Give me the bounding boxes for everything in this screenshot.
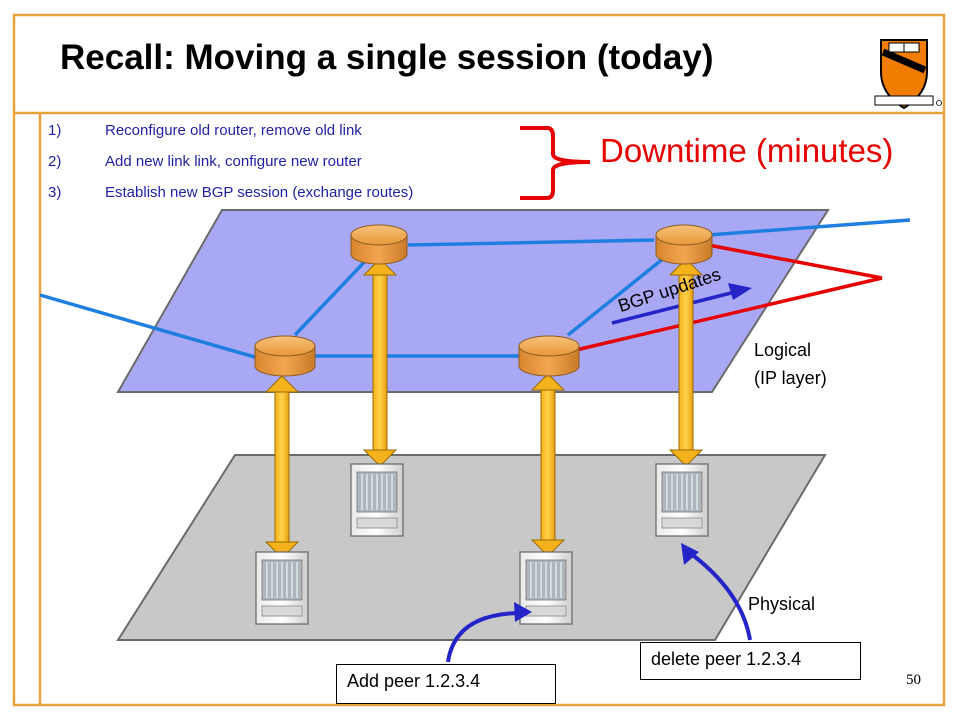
princeton-shield-icon: [874, 39, 942, 110]
list-item: 1) Reconfigure old router, remove old lin…: [48, 122, 413, 153]
list-item: 2) Add new link link, configure new route…: [48, 153, 413, 184]
step-number: 2): [48, 153, 62, 170]
layer-mapping-arrows: [264, 258, 704, 559]
router-cylinder-icon: [254, 335, 316, 377]
steps-list: 1) Reconfigure old router, remove old lin…: [48, 122, 413, 215]
ip-links: [39, 218, 911, 360]
bgp-session-links: [575, 243, 883, 352]
page-number: 50: [906, 672, 921, 688]
bgp-updates-arrow: [611, 283, 752, 325]
add-peer-box: Add peer 1.2.3.4: [336, 664, 556, 704]
downtime-label: Downtime (minutes): [600, 132, 894, 169]
slide-title: Recall: Moving a single session (today): [60, 38, 714, 77]
router-cylinder-icon: [655, 224, 713, 265]
physical-layer-plane: [116, 454, 827, 641]
logical-layer-plane: [116, 209, 830, 393]
delete-peer-box: delete peer 1.2.3.4: [640, 642, 861, 680]
step-text: Reconfigure old router, remove old link: [105, 122, 362, 139]
slide-frame: [12, 13, 946, 707]
router-chassis-icon: [655, 463, 709, 537]
router-cylinder-icon: [350, 224, 408, 265]
delete-peer-arrow: [681, 543, 752, 641]
step-text: Establish new BGP session (exchange rout…: [105, 184, 414, 201]
router-cylinder-icon: [518, 335, 580, 377]
downtime-brace: [520, 126, 591, 200]
router-chassis-icon: [350, 463, 404, 537]
logical-layer-label: Logical: [754, 340, 812, 360]
logical-layer-sublabel: (IP layer): [754, 368, 827, 388]
step-number: 3): [48, 184, 62, 201]
router-chassis-icon: [255, 551, 309, 625]
step-number: 1): [48, 122, 62, 139]
step-text: Add new link link, configure new router: [105, 153, 362, 170]
physical-layer-label: Physical: [748, 594, 816, 614]
add-peer-arrow: [446, 602, 532, 663]
list-item: 3) Establish new BGP session (exchange ro…: [48, 184, 413, 215]
